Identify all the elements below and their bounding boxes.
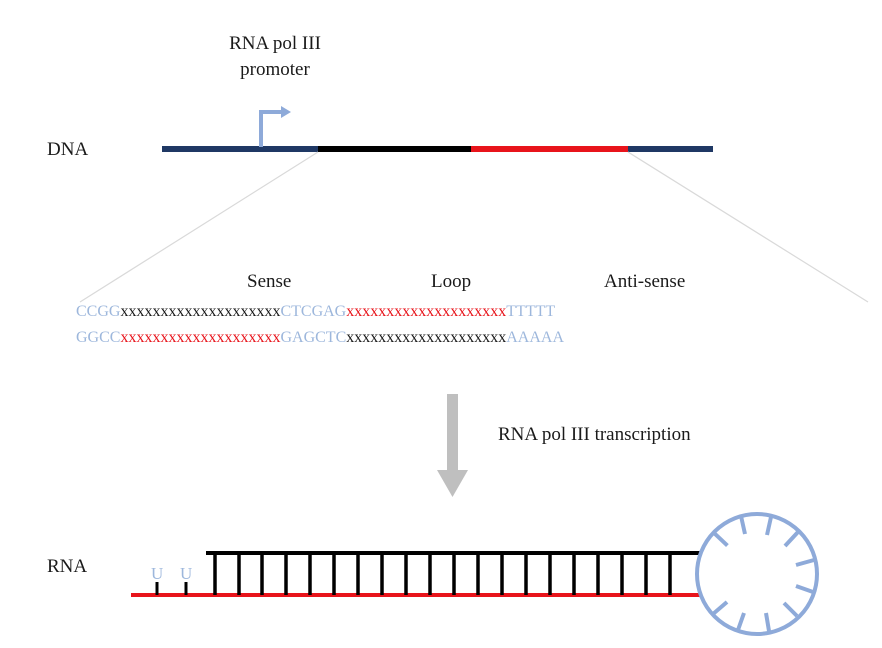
overhang-u-2: U bbox=[180, 564, 193, 583]
promoter-label: RNA pol III promoter bbox=[203, 31, 347, 83]
bottom-antisense: xxxxxxxxxxxxxxxxxxxx bbox=[346, 329, 507, 346]
base-pair-rungs bbox=[213, 553, 672, 595]
promoter-label-line1: RNA pol III bbox=[229, 33, 321, 54]
transcription-label: RNA pol III transcription bbox=[498, 424, 691, 445]
promoter-label-line2: promoter bbox=[240, 59, 310, 80]
top-left-flank: CCGG bbox=[76, 303, 121, 320]
zoom-line-right bbox=[627, 151, 869, 303]
zoom-line-left bbox=[79, 151, 319, 303]
antisense-label: Anti-sense bbox=[604, 271, 686, 292]
promoter-arrow-icon bbox=[259, 106, 291, 147]
transcription-arrow-icon bbox=[437, 394, 468, 497]
bottom-sense: xxxxxxxxxxxxxxxxxxxx bbox=[120, 329, 281, 346]
sense-label: Sense bbox=[247, 271, 292, 292]
sequence-bottom-strand: GGCCxxxxxxxxxxxxxxxxxxxxGAGCTCxxxxxxxxxx… bbox=[76, 329, 564, 347]
top-loop: CTCGAG bbox=[280, 303, 347, 320]
bottom-left-flank: GGCC bbox=[76, 329, 121, 346]
overhang-u-1: U bbox=[151, 564, 164, 583]
top-sense: xxxxxxxxxxxxxxxxxxxx bbox=[120, 303, 281, 320]
rna-hairpin bbox=[131, 512, 819, 636]
top-antisense: xxxxxxxxxxxxxxxxxxxx bbox=[346, 303, 507, 320]
bottom-right-flank: AAAAA bbox=[506, 329, 565, 346]
loop-label: Loop bbox=[431, 271, 472, 292]
dna-label: DNA bbox=[47, 139, 89, 160]
bottom-loop: GAGCTC bbox=[280, 329, 347, 346]
rna-label: RNA bbox=[47, 556, 88, 577]
sequence-top-strand: CCGGxxxxxxxxxxxxxxxxxxxxCTCGAGxxxxxxxxxx… bbox=[76, 303, 555, 321]
loop-circle bbox=[695, 512, 819, 636]
top-right-flank: TTTTT bbox=[506, 303, 556, 320]
